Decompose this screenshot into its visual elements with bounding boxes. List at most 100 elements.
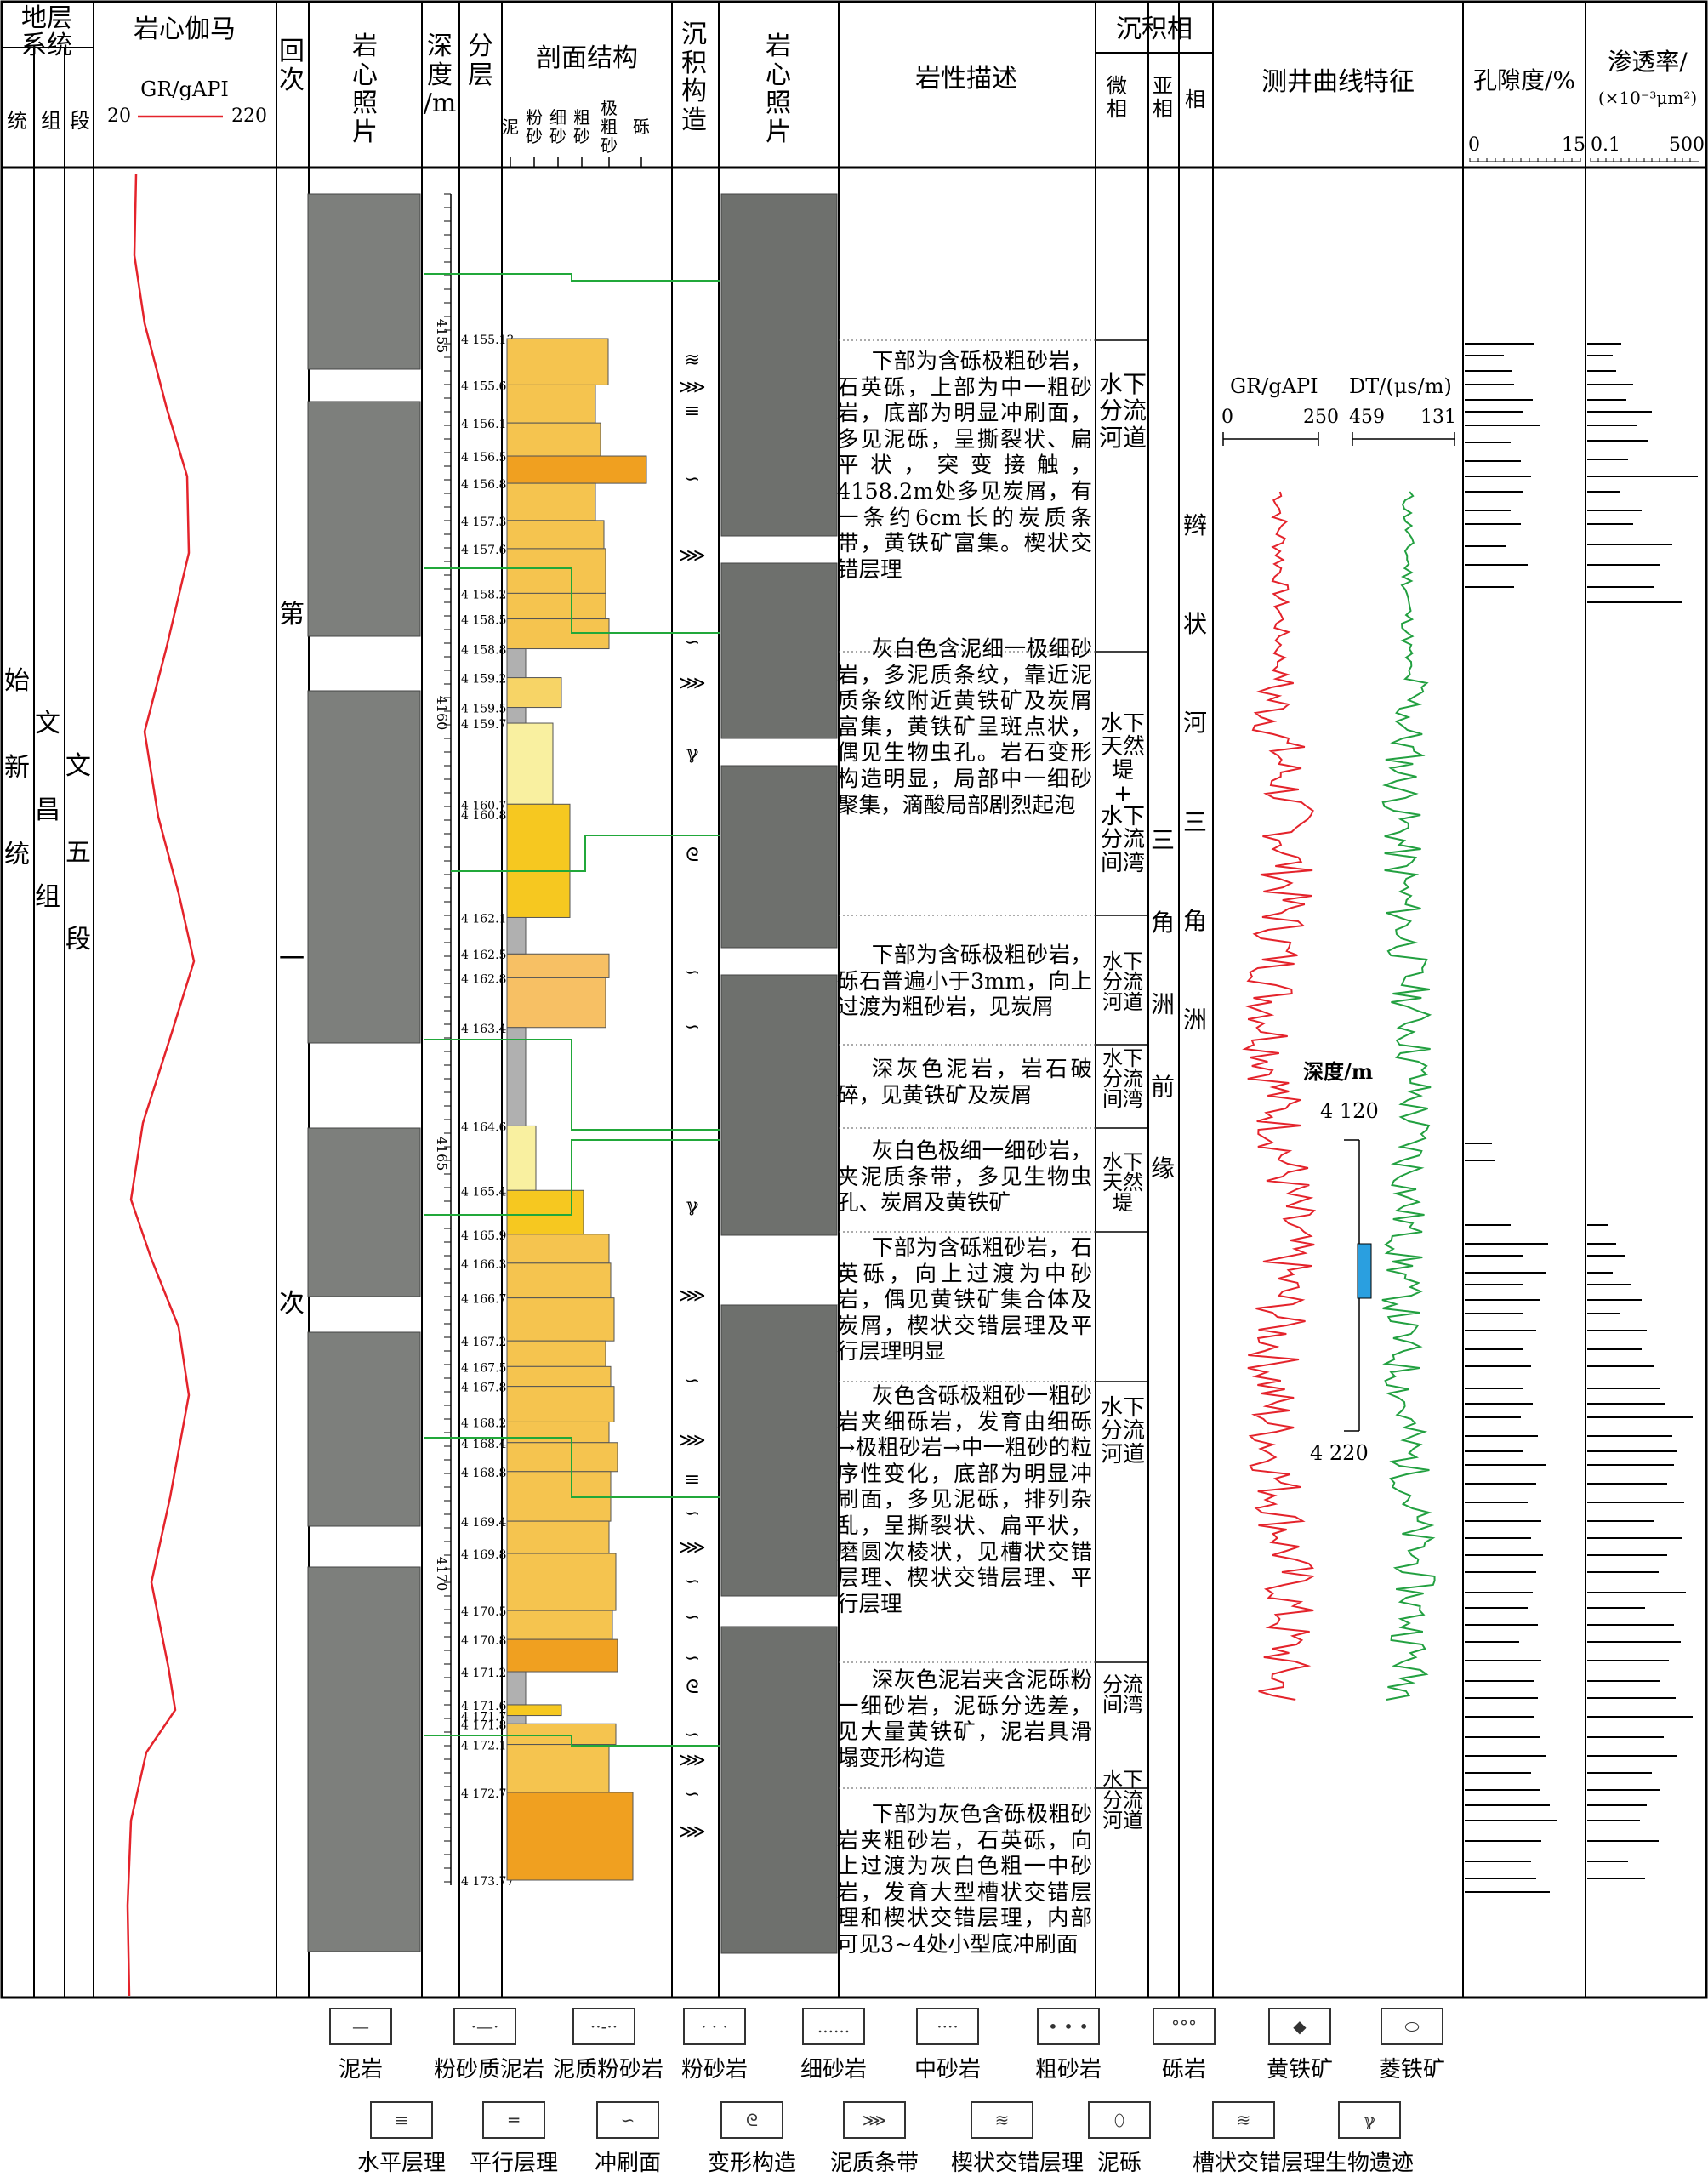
section-header: 剖面结构 xyxy=(536,43,638,73)
structure-legend-label: 平行层理 xyxy=(469,2151,558,2176)
depth-tick-label: 4165 xyxy=(434,1137,450,1171)
permeability-max: 500 xyxy=(1669,134,1705,156)
layer-depth-label: 4 159.23 xyxy=(461,673,514,687)
layer-depth-label: 4 158.21 xyxy=(461,588,514,601)
structure-legend-item: ∽冲刷面 xyxy=(577,2101,679,2177)
description-5: 灰白色极细一细砂岩，夹泥质条带，多见生物虫孔、炭屑及黄铁矿 xyxy=(837,1138,1092,1217)
lithology-legend-label: 细砂岩 xyxy=(800,2057,867,2083)
lithology-legend-label: 菱铁矿 xyxy=(1378,2057,1445,2083)
layer-depth-label: 4 169.82 xyxy=(461,1548,514,1562)
lithology-bed xyxy=(506,722,554,805)
core-photo-right xyxy=(720,562,838,739)
description-1: 下部为含砾极粗砂岩，石英砾，上部为中一粗砂岩，底部为明显冲刷面，多见泥砾，呈撕裂… xyxy=(837,349,1092,583)
layer-depth-label: 4 166.31 xyxy=(461,1258,514,1272)
description-3: 下部为含砾极粗砂岩，砾石普遍小于3mm，向上过渡为粗砂岩，见炭屑 xyxy=(837,943,1092,1021)
lithology-bed xyxy=(506,977,606,1029)
lithology-bed xyxy=(506,548,606,594)
core-photo-right xyxy=(720,1626,838,1954)
microfacies-2: 水下 天然 堤 + 水下 分流 间湾 xyxy=(1100,711,1145,876)
porosity-min: 0 xyxy=(1468,134,1480,156)
sed-structure-symbol: ⋙ xyxy=(679,673,705,694)
lithology-bed xyxy=(506,618,610,650)
sed-structure-symbol: ∽ xyxy=(685,1648,700,1669)
layer-depth-label: 4 162.13 xyxy=(461,912,514,926)
lithology-bed xyxy=(506,1744,610,1793)
layer-depth-label: 4 170.86 xyxy=(461,1634,514,1648)
description-7: 灰色含砾极粗砂一粗砂岩夹细砾岩，发育由细砾→极粗砂岩→中一粗砂的粒序性变化，底部… xyxy=(837,1383,1092,1617)
sed-structure-symbol: ∽ xyxy=(685,1784,700,1805)
lithology-legend-swatch: °°° xyxy=(1153,2008,1216,2045)
lithology-legend-label: 泥质粉砂岩 xyxy=(553,2057,664,2083)
lithology-bed xyxy=(506,1553,617,1611)
sed-structure-symbol: ∽ xyxy=(685,1503,700,1524)
depth-tick-label: 4155 xyxy=(434,319,450,354)
cycle-header: 回 次 xyxy=(279,37,305,95)
layer-depth-label: 4 158.88 xyxy=(461,644,514,658)
depth-tick-label: 4170 xyxy=(434,1557,450,1592)
mudstone-bed xyxy=(506,1671,527,1706)
lithology-legend-swatch: — xyxy=(329,2008,392,2045)
lithology-legend-swatch: ...... xyxy=(802,2008,865,2045)
core-photo-left xyxy=(307,1331,421,1527)
strata-system-header: 地层 系统 xyxy=(21,3,72,60)
lithology-legend-item: ··-··泥质粉砂岩 xyxy=(553,2008,664,2083)
lithology-legend-label: 粉砂岩 xyxy=(680,2057,748,2083)
microfacies-6: 水下 分流 河道 xyxy=(1100,1395,1145,1467)
core-photo-left xyxy=(307,1566,421,1952)
gamma-sub: GR/gAPI xyxy=(140,77,229,101)
grain-size-label: 细 xyxy=(549,107,566,128)
lithology-legend-item: ◆黄铁矿 xyxy=(1249,2008,1351,2083)
layer-depth-label: 4 156.88 xyxy=(461,478,514,492)
outer-border xyxy=(0,0,1708,1999)
grain-size-label: 砂 xyxy=(601,135,618,156)
cycle-value: 第 一 次 xyxy=(279,600,305,1319)
layer-depth-label: 4 171.25 xyxy=(461,1667,514,1680)
structure-legend-swatch: ⬯ xyxy=(1088,2101,1151,2139)
grain-size-label: 粉 xyxy=(526,107,543,128)
sed-structure-symbol: ≋ xyxy=(685,350,700,371)
permeability-unit: (×10⁻³μm²) xyxy=(1597,88,1698,108)
dt-log-max: 131 xyxy=(1420,407,1456,428)
core-photo2-header: 岩 心 照 片 xyxy=(766,31,791,147)
sed-structure-symbol: ⋙ xyxy=(679,1537,705,1559)
structure-legend-label: 水平层理 xyxy=(356,2151,446,2176)
lithology-legend-label: 粉砂质泥岩 xyxy=(434,2057,545,2083)
sed-structure-symbol: ∽ xyxy=(685,1607,700,1628)
layer-depth-label: 4 162.86 xyxy=(461,972,514,986)
gamma-max: 220 xyxy=(231,105,267,127)
core-photo-left xyxy=(307,401,421,637)
layer-depth-label: 4 159.59 xyxy=(461,703,514,716)
layer-depth-label: 4 158.52 xyxy=(461,614,514,628)
sed-structure-symbol: ⋙ xyxy=(679,545,705,567)
lithology-bed xyxy=(506,422,601,457)
lithology-bed xyxy=(506,677,562,709)
lithology-legend-swatch: ⬭ xyxy=(1381,2008,1443,2045)
facies-header: 沉积相 xyxy=(1116,14,1193,44)
lithology-bed xyxy=(506,1340,606,1367)
core-photo-left xyxy=(307,1127,421,1297)
core-photo-left xyxy=(307,690,421,1044)
grain-size-label: 粗 xyxy=(601,117,618,137)
layer-depth-label: 4 155.69 xyxy=(461,379,514,393)
layer-depth-label: 4 165.43 xyxy=(461,1185,514,1199)
layer-depth-label: 4 167.25 xyxy=(461,1336,514,1349)
lithology-legend-item: ·—·粉砂质泥岩 xyxy=(434,2008,545,2083)
sed-structure-symbol: ⋙ xyxy=(679,1821,705,1843)
structure-legend-item: ≋楔状交错层理 xyxy=(951,2101,1084,2177)
sed-structure-symbol: ∽ xyxy=(685,1571,700,1593)
layer-depth-label: 4 166.73 xyxy=(461,1293,514,1307)
lithology-bed xyxy=(506,1792,634,1881)
structure-legend-item: ⋙泥质条带 xyxy=(823,2101,925,2177)
layer-depth-label: 4 171.65 xyxy=(461,1700,514,1713)
sed-structure-symbol: ∽ xyxy=(685,469,700,490)
lithology-bed xyxy=(506,1297,615,1342)
gr-log-min: 0 xyxy=(1221,407,1233,428)
lithology-legend-label: 砾岩 xyxy=(1161,2057,1206,2083)
sed-structure-symbol: ⋙ xyxy=(679,1750,705,1771)
description-2: 灰白色含泥细一极细砂岩，多泥质条纹，靠近泥质条纹附近黄铁矿及炭屑富集，黄铁矿呈斑… xyxy=(837,636,1092,818)
gr-log-curve xyxy=(1242,491,1317,1701)
description-8: 深灰色泥岩夹含泥砾粉一细砂岩，泥砾分选差，见大量黄铁矿，泥岩具滑塌变形构造 xyxy=(837,1667,1092,1771)
lithology-bed xyxy=(506,520,605,550)
